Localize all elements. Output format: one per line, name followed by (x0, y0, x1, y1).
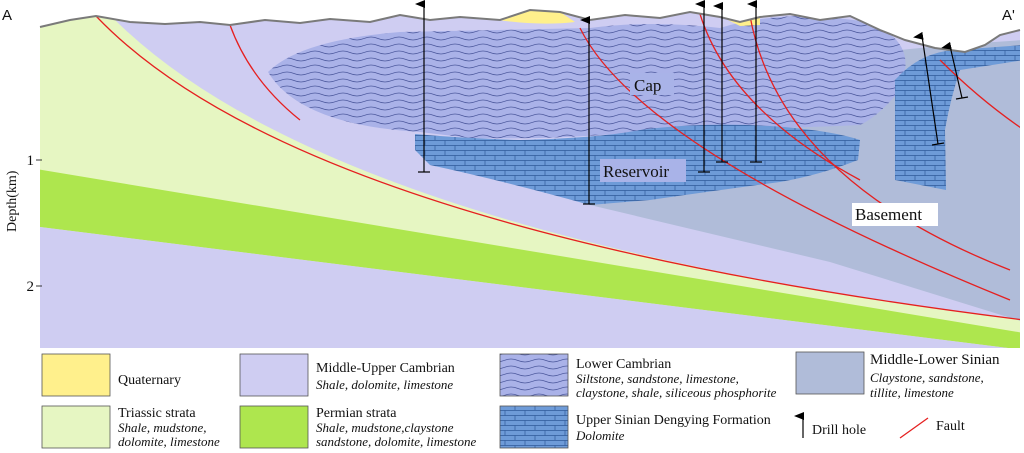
legend-permian-sub2: sandstone, dolomite, limestone (316, 434, 477, 449)
layer-dengying-right (895, 45, 1020, 190)
legend: Quaternary Middle-Upper Cambrian Shale, … (41, 351, 1000, 449)
fault-5 (749, 15, 1011, 271)
legend-middle-upper-cambrian-title: Middle-Upper Cambrian (316, 361, 455, 376)
legend-triassic-sub2: dolomite, limestone (118, 434, 220, 449)
fault-main (95, 15, 1020, 321)
layer-permian (40, 163, 1020, 348)
drill-hole-6 (913, 31, 939, 145)
endpoint-right-label: A' (1002, 7, 1015, 24)
basement-label-bg (852, 203, 938, 226)
legend-quaternary-title: Quaternary (118, 373, 181, 388)
legend-middle-upper-cambrian-sub: Shale, dolomite, limestone (316, 377, 453, 392)
legend-swatch-middle-lower-sinian (795, 351, 865, 395)
drill-hole-6-base (931, 142, 945, 146)
legend-swatch-lower-cambrian (499, 353, 569, 397)
drill-hole-7 (941, 41, 963, 99)
legend-middle-lower-sinian-sub2: tillite, limestone (870, 385, 954, 400)
legend-dengying-sub: Dolomite (575, 428, 625, 443)
legend-triassic-sub1: Shale, mudstone, (118, 420, 206, 435)
legend-triassic-title: Triassic strata (118, 406, 196, 421)
cap-label: Cap (634, 76, 661, 95)
legend-swatch-dengying (499, 405, 569, 449)
faults (95, 13, 1020, 321)
drill-hole-7-base (955, 96, 969, 100)
cap-label-bg (630, 73, 674, 95)
layer-lower-cambrian (268, 15, 906, 139)
legend-swatch-middle-upper-cambrian (239, 353, 309, 397)
legend-lower-cambrian-title: Lower Cambrian (576, 357, 671, 372)
legend-permian-title: Permian strata (316, 406, 397, 421)
legend-fault-title: Fault (936, 419, 965, 434)
fault-4 (699, 13, 861, 181)
legend-middle-lower-sinian-sub1: Claystone, sandstone, (870, 370, 984, 385)
reservoir-label: Reservoir (603, 162, 669, 181)
y-axis-label: Depth(km) (5, 170, 20, 232)
legend-middle-lower-sinian-title: Middle-Lower Sinian (870, 352, 1000, 368)
surface-outline (39, 8, 1021, 54)
reservoir-label-bg (600, 159, 686, 182)
y-tick-1: 1 (27, 153, 35, 169)
section-body (40, 10, 1020, 348)
fault-2 (229, 24, 301, 121)
legend-swatch-quaternary (41, 353, 111, 397)
legend-swatch-triassic (41, 405, 111, 449)
fault-3 (579, 27, 1011, 301)
legend-drill-hole-title: Drill hole (812, 423, 866, 438)
drill-holes (415, 0, 969, 205)
layer-quaternary-1 (498, 10, 575, 24)
fault-6 (939, 59, 1020, 131)
basement-label: Basement (855, 205, 922, 224)
legend-permian-sub1: Shale, mudstone,claystone (316, 420, 454, 435)
endpoint-left-label: A (2, 7, 12, 24)
legend-dengying-title: Upper Sinian Dengying Formation (576, 413, 771, 428)
legend-lower-cambrian-sub1: Siltstone, sandstone, limestone, (576, 371, 739, 386)
legend-fault-icon (899, 417, 929, 439)
legend-lower-cambrian-sub2: claystone, shale, siliceous phosphorite (576, 385, 777, 400)
y-tick-2: 2 (27, 279, 35, 295)
layer-cambrian-lower-left (40, 222, 1020, 348)
legend-swatch-permian (239, 405, 309, 449)
